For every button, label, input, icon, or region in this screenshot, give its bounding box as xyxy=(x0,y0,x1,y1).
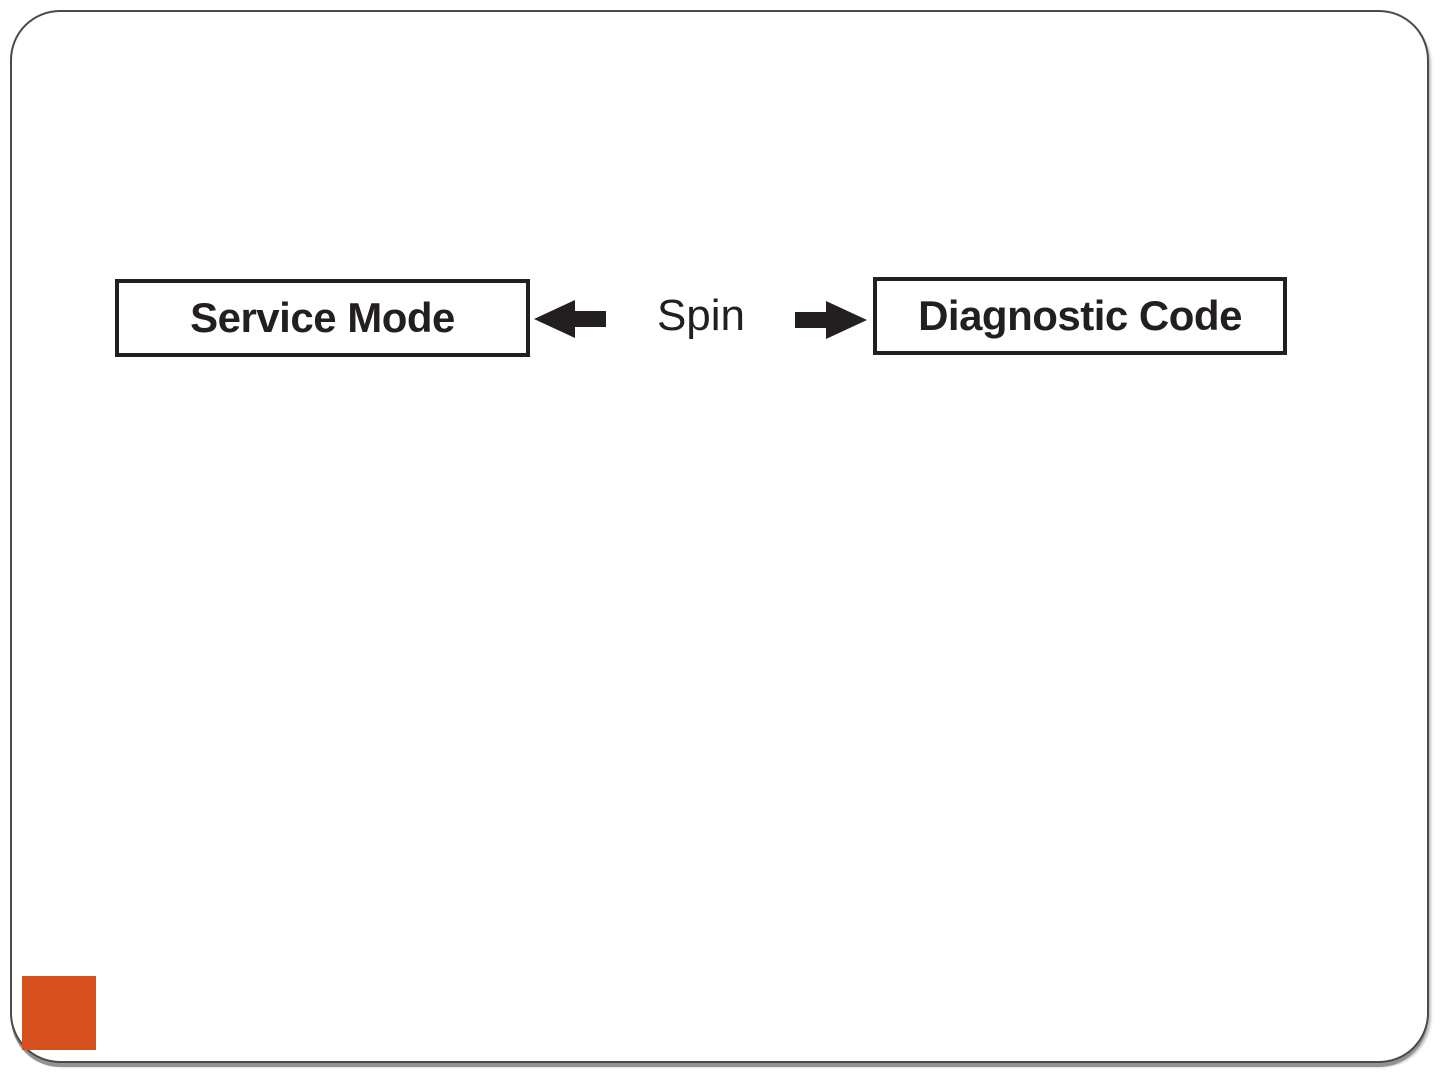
slide-canvas xyxy=(10,10,1429,1063)
spin-label: Spin xyxy=(656,291,746,340)
left-block-arrow-icon xyxy=(534,300,606,338)
diagnostic-code-box: Diagnostic Code xyxy=(873,277,1287,355)
accent-square xyxy=(22,976,96,1050)
service-mode-box: Service Mode xyxy=(115,279,530,357)
service-mode-label: Service Mode xyxy=(190,294,455,341)
right-block-arrow-icon xyxy=(795,301,867,339)
diagnostic-code-label: Diagnostic Code xyxy=(918,292,1242,339)
